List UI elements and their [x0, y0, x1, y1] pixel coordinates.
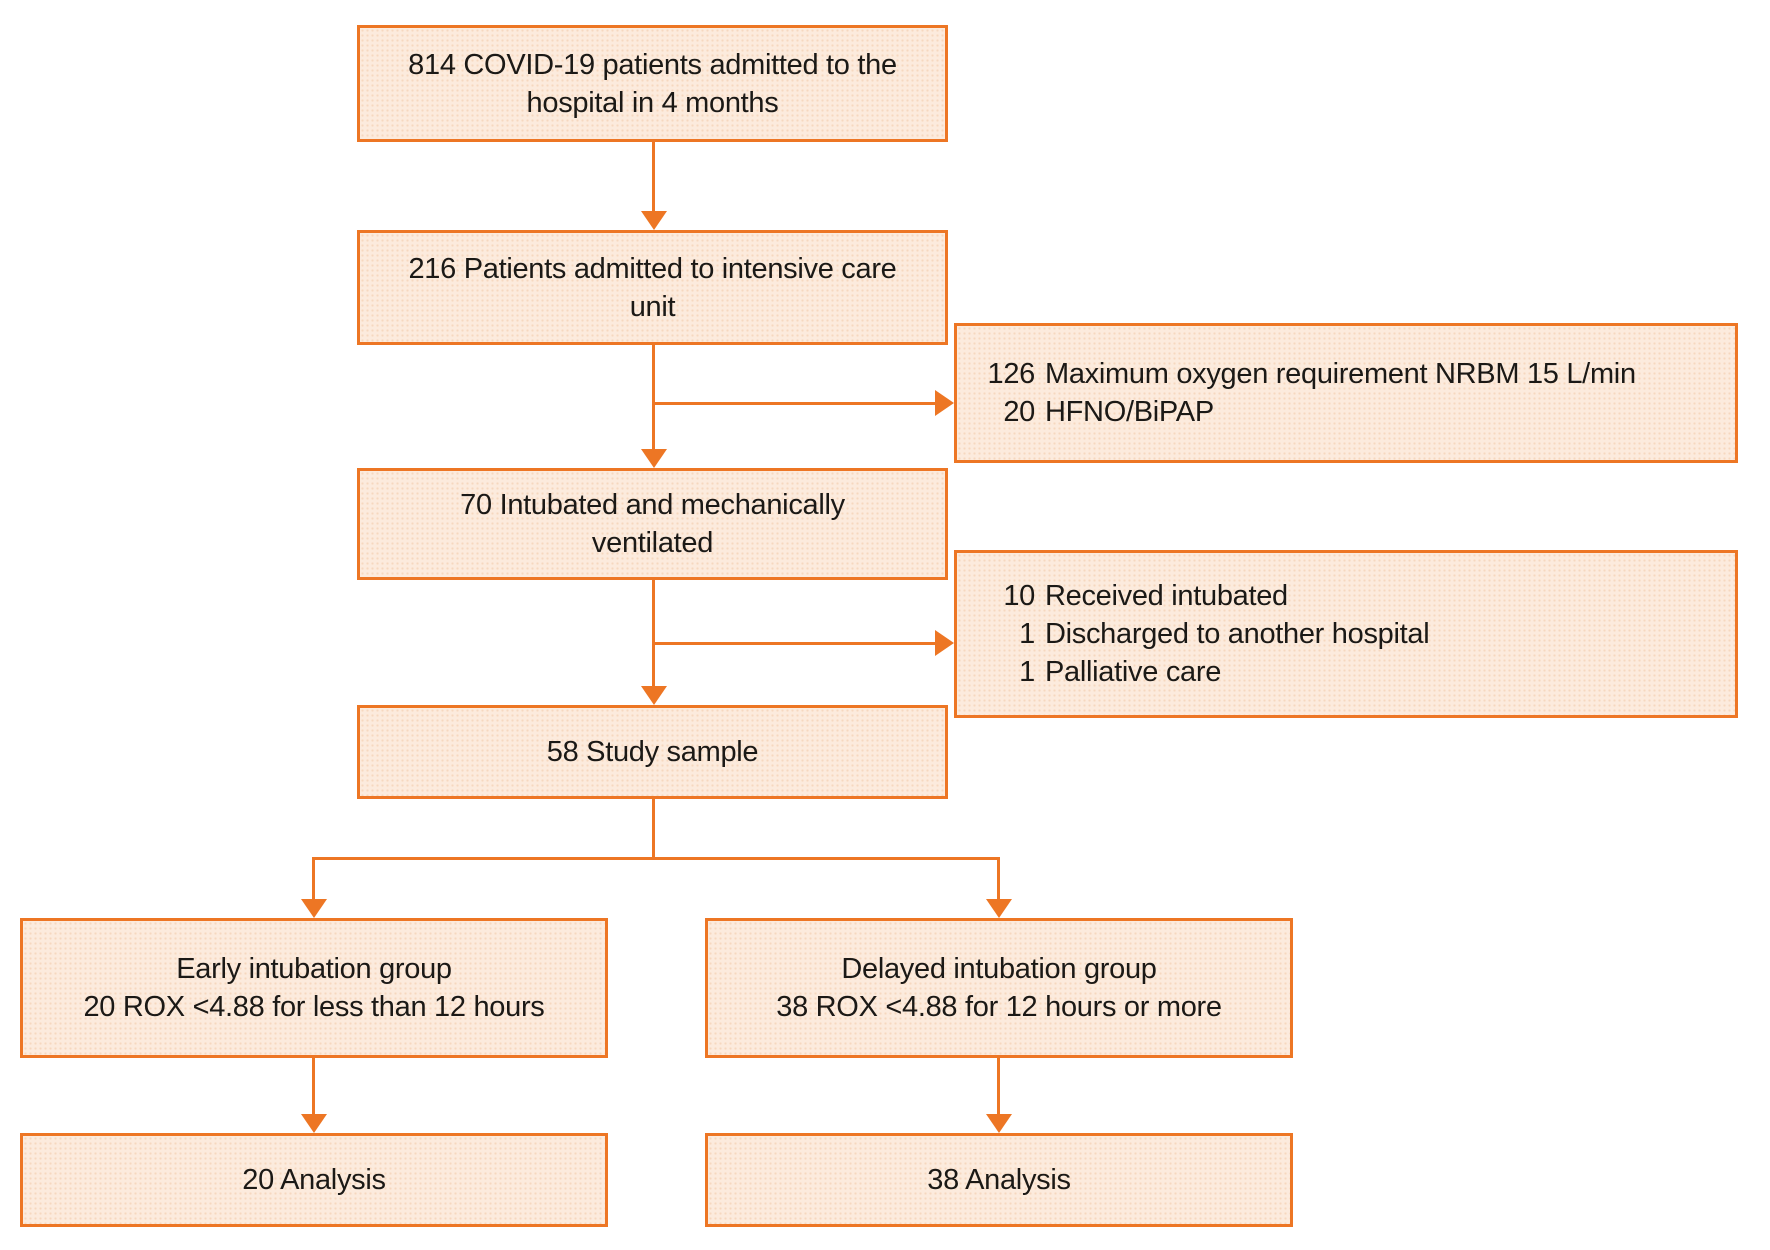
- box-intubated-line1: 70 Intubated and mechanically: [460, 489, 845, 521]
- connector-branch-other-excluded: [654, 642, 935, 645]
- connector-admitted-to-icu: [652, 142, 655, 212]
- box-delayed-group-line2: 38 ROX <4.88 for 12 hours or more: [776, 991, 1222, 1023]
- other-excluded-line: 1 Discharged to another hospital: [987, 615, 1721, 653]
- other-excluded-count-3: 1: [1019, 656, 1035, 688]
- box-icu-line2: unit: [629, 290, 676, 323]
- box-delayed-analysis-line1: 38 Analysis: [927, 1164, 1071, 1196]
- box-delayed-analysis: 38 Analysis: [705, 1133, 1293, 1227]
- connector-branch-oxygen-excluded: [654, 402, 935, 405]
- box-early-group-line2: 20 ROX <4.88 for less than 12 hours: [83, 991, 545, 1023]
- other-excluded-text-2: Discharged to another hospital: [1045, 618, 1430, 650]
- arrowhead-split-to-early: [301, 899, 327, 918]
- box-other-excluded: 10 Received intubated 1 Discharged to an…: [954, 550, 1738, 718]
- oxygen-excluded-line: 20 HFNO/BiPAP: [987, 393, 1721, 431]
- arrowhead-split-to-delayed: [986, 899, 1012, 918]
- arrowhead-admitted-to-icu: [641, 211, 667, 230]
- other-excluded-text-3: Palliative care: [1045, 656, 1222, 688]
- arrowhead-early-to-analysis: [301, 1114, 327, 1133]
- connector-split-to-delayed: [997, 857, 1000, 901]
- arrowhead-delayed-to-analysis: [986, 1114, 1012, 1133]
- oxygen-excluded-text-2: HFNO/BiPAP: [1045, 396, 1214, 428]
- box-early-analysis: 20 Analysis: [20, 1133, 608, 1227]
- connector-early-to-analysis: [312, 1058, 315, 1115]
- box-study-sample-line1: 58 Study sample: [546, 736, 759, 768]
- box-icu-line1: 216 Patients admitted to intensive care: [408, 252, 897, 285]
- box-icu-patients: 216 Patients admitted to intensive care …: [357, 230, 948, 345]
- connector-delayed-to-analysis: [997, 1058, 1000, 1115]
- other-excluded-line: 1 Palliative care: [987, 653, 1721, 691]
- connector-split-to-early: [312, 857, 315, 901]
- connector-sample-split-crossbar: [312, 857, 1000, 860]
- box-intubated-patients: 70 Intubated and mechanically ventilated: [357, 468, 948, 580]
- arrowhead-intubated-to-sample: [641, 686, 667, 705]
- connector-intubated-to-sample: [652, 580, 655, 687]
- box-early-intubation-group: Early intubation group 20 ROX <4.88 for …: [20, 918, 608, 1058]
- box-early-group-line1: Early intubation group: [176, 953, 452, 985]
- other-excluded-count-2: 1: [1019, 618, 1035, 650]
- oxygen-excluded-line: 126 Maximum oxygen requirement NRBM 15 L…: [987, 355, 1721, 393]
- box-admitted-patients: 814 COVID-19 patients admitted to the ho…: [357, 25, 948, 142]
- connector-icu-to-intubated: [652, 345, 655, 450]
- other-excluded-line: 10 Received intubated: [987, 577, 1721, 615]
- other-excluded-text-1: Received intubated: [1045, 580, 1288, 612]
- oxygen-excluded-text-1: Maximum oxygen requirement NRBM 15 L/min: [1045, 358, 1636, 390]
- connector-sample-split-stem: [652, 799, 655, 860]
- box-early-analysis-line1: 20 Analysis: [242, 1164, 386, 1196]
- box-delayed-intubation-group: Delayed intubation group 38 ROX <4.88 fo…: [705, 918, 1293, 1058]
- box-delayed-group-line1: Delayed intubation group: [841, 953, 1157, 985]
- box-study-sample: 58 Study sample: [357, 705, 948, 799]
- arrowhead-other-excluded: [935, 630, 954, 656]
- box-admitted-line1: 814 COVID-19 patients admitted to the: [408, 48, 897, 81]
- box-intubated-line2: ventilated: [591, 527, 714, 559]
- box-admitted-line2: hospital in 4 months: [526, 86, 779, 119]
- arrowhead-oxygen-excluded: [935, 390, 954, 416]
- other-excluded-count-1: 10: [1003, 580, 1035, 612]
- box-oxygen-excluded: 126 Maximum oxygen requirement NRBM 15 L…: [954, 323, 1738, 463]
- oxygen-excluded-count-2: 20: [1003, 396, 1035, 428]
- arrowhead-icu-to-intubated: [641, 449, 667, 468]
- oxygen-excluded-count-1: 126: [987, 358, 1036, 390]
